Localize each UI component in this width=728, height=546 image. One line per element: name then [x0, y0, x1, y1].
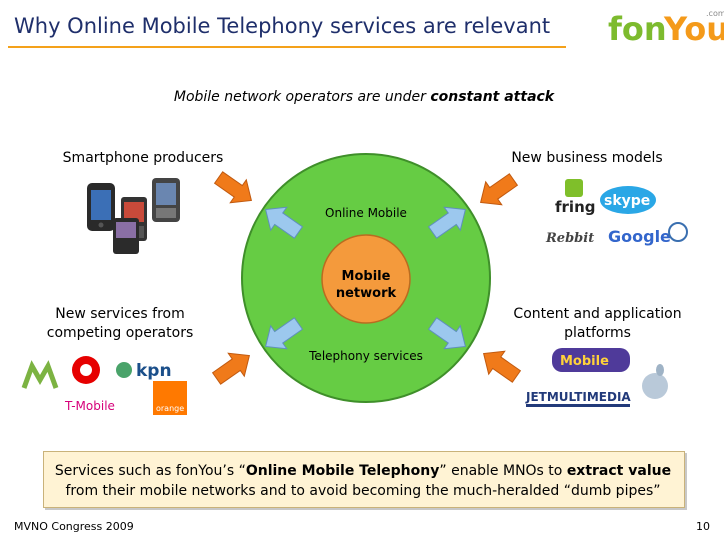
callout-emphasis-service: Online Mobile Telephony: [245, 463, 440, 479]
label-content-platforms: Content and application platforms: [490, 305, 705, 343]
fonyou-logo: fon You .com: [608, 9, 724, 46]
fonyou-logo-fon: fon: [608, 10, 667, 46]
title-underline: [8, 46, 566, 48]
google-logo: Google: [608, 227, 671, 246]
svg-text:orange: orange: [156, 404, 184, 413]
core-label: Mobile network: [326, 268, 406, 302]
svg-text:Rebbit: Rebbit: [545, 231, 594, 246]
label-competing-operators-line2: competing operators: [46, 325, 194, 341]
label-new-business-models: New business models: [511, 150, 663, 166]
content-platform-logos: Mobile JETMULTIMEDIA: [525, 348, 668, 407]
fonyou-logo-com: .com: [706, 9, 724, 18]
attack-arrow-top-left: [213, 171, 253, 204]
footer-event: MVNO Congress 2009: [14, 520, 134, 533]
callout-line1: Services such as fonYou’s “Online Mobile…: [43, 461, 683, 481]
defense-arrow-bottom-left: [264, 317, 304, 350]
phone-icon: [152, 178, 180, 222]
callout-text-part: Services such as fonYou’s “: [54, 463, 246, 479]
movistar-logo: [21, 360, 59, 389]
phone-icon: [113, 218, 139, 254]
slide-subtitle: Mobile network operators are under const…: [0, 89, 728, 105]
outer-ring-label-bottom: Telephony services: [309, 349, 423, 363]
label-content-platforms-line2: platforms: [564, 325, 631, 341]
svg-text:skype: skype: [604, 193, 650, 209]
callout-box: [43, 451, 685, 508]
skype-logo: skype: [600, 186, 656, 214]
defense-arrow-top-left: [264, 206, 304, 239]
defense-arrow-top-right: [427, 206, 467, 239]
outer-ring-label-top: Online Mobile: [325, 206, 407, 220]
callout-emphasis-value: extract value: [566, 463, 672, 479]
svg-text:kpn: kpn: [136, 361, 172, 381]
orange-logo: orange: [153, 381, 187, 415]
subtitle-prefix: Mobile network operators are under: [173, 89, 431, 105]
mobile-logo: Mobile: [552, 348, 630, 372]
defense-arrow-bottom-right: [427, 317, 467, 350]
phone-call-icon: [668, 222, 688, 242]
fonyou-logo-you: You: [663, 10, 724, 46]
smartphone-images: [87, 178, 180, 254]
core-circle: [321, 234, 411, 324]
apple-logo: [642, 364, 668, 399]
t-mobile-logo: T-Mobile: [64, 399, 115, 413]
svg-text:T-Mobile: T-Mobile: [64, 399, 115, 413]
label-content-platforms-line1: Content and application: [513, 306, 682, 322]
label-smartphone-producers: Smartphone producers: [62, 150, 224, 166]
slide-title: Why Online Mobile Telephony services are…: [14, 14, 551, 38]
subtitle-emphasis: constant attack: [430, 89, 555, 105]
label-competing-operators-line1: New services from: [55, 306, 185, 322]
vodafone-logo: [72, 356, 100, 384]
callout-text: Services such as fonYou’s “Online Mobile…: [43, 461, 683, 501]
svg-text:JETMULTIMEDIA: JETMULTIMEDIA: [525, 390, 631, 404]
attack-arrow-bottom-left: [211, 352, 251, 385]
phone-icon: [87, 183, 115, 231]
label-competing-operators: New services from competing operators: [30, 305, 210, 343]
core-label-line1: Mobile: [341, 269, 391, 284]
attack-arrow-top-right: [479, 173, 519, 206]
jetmultimedia-logo: JETMULTIMEDIA: [525, 390, 631, 407]
rebbit-logo: Rebbit: [545, 231, 594, 246]
page-number: 10: [696, 520, 710, 533]
operator-logos: kpn T-Mobile orange: [21, 356, 187, 415]
callout-text-part: ” enable MNOs to: [439, 463, 567, 479]
business-model-logos: fring skype Rebbit Google: [545, 179, 688, 246]
svg-text:Mobile: Mobile: [560, 354, 609, 369]
fring-logo: fring: [555, 179, 595, 216]
callout-line2: from their mobile networks and to avoid …: [65, 483, 661, 499]
attack-arrow-bottom-right: [482, 350, 522, 383]
svg-text:Google: Google: [608, 227, 671, 246]
core-label-line2: network: [335, 286, 397, 301]
kpn-logo: kpn: [116, 361, 172, 381]
svg-text:fring: fring: [555, 198, 595, 216]
